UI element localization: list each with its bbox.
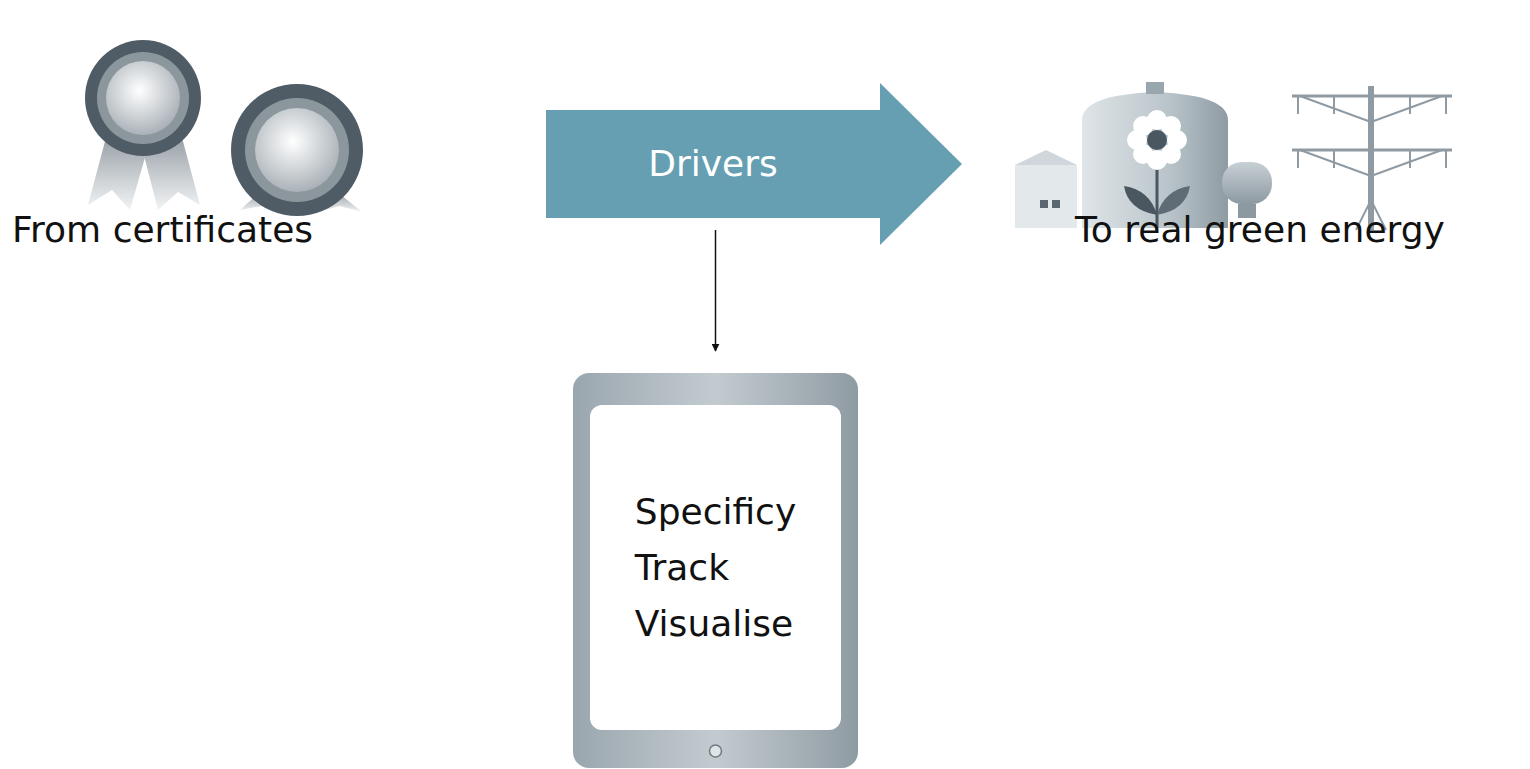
certificate-rosette-part — [106, 61, 180, 135]
certificate-rosette-part — [245, 98, 349, 202]
power-pylon-part — [1297, 96, 1299, 114]
tablet-device: Specificy Track Visualise — [573, 373, 858, 768]
certificate-rosette-part — [231, 84, 363, 216]
caption-text: To real green energy — [1075, 208, 1445, 252]
power-pylon-part — [1292, 149, 1452, 152]
arrow-shape — [546, 83, 962, 245]
power-plant-part — [1147, 130, 1167, 150]
power-plant — [1015, 82, 1272, 228]
power-plant-part — [1146, 82, 1164, 94]
power-pylon-part — [1445, 150, 1447, 168]
home-button — [710, 745, 722, 757]
certificate-rosette-part — [97, 52, 189, 144]
power-plant-part — [1222, 162, 1272, 204]
caption-text: From certificates — [12, 208, 313, 252]
power-pylon-part — [1371, 96, 1442, 122]
certificate-rosette-part — [85, 40, 201, 156]
connector-arrow — [715, 230, 717, 351]
power-pylon — [1292, 86, 1452, 230]
certificate-rosette-part — [255, 108, 339, 192]
power-plant-part — [1127, 110, 1187, 170]
power-plant-part — [1082, 92, 1228, 228]
power-plant-part — [1052, 200, 1060, 208]
power-pylon-part — [1292, 95, 1452, 98]
screen-text: Specificy Track Visualise — [635, 484, 796, 652]
text-holder: Specificy Track Visualise — [590, 405, 841, 730]
power-pylon-part — [1409, 96, 1411, 114]
tablet-body — [573, 373, 858, 768]
power-plant-part — [1040, 200, 1048, 208]
power-pylon-part — [1300, 96, 1371, 122]
power-pylon-part — [1333, 96, 1335, 114]
power-pylon-part — [1297, 150, 1299, 168]
driver-arrow: Drivers — [546, 110, 880, 218]
power-pylon-part — [1371, 150, 1442, 176]
tablet-screen — [590, 405, 841, 730]
power-pylon-part — [1300, 150, 1371, 176]
power-pylon-part — [1445, 96, 1447, 114]
power-plant-part — [1015, 165, 1077, 228]
arrow-label: Drivers — [648, 142, 778, 186]
power-pylon-part — [1368, 86, 1374, 230]
power-plant-part — [1015, 150, 1077, 165]
certificate-rosette — [231, 84, 363, 216]
power-pylon-part — [1333, 150, 1335, 168]
text-holder: Drivers — [546, 110, 880, 218]
certificate-rosette — [85, 40, 201, 210]
power-pylon-part — [1409, 150, 1411, 168]
